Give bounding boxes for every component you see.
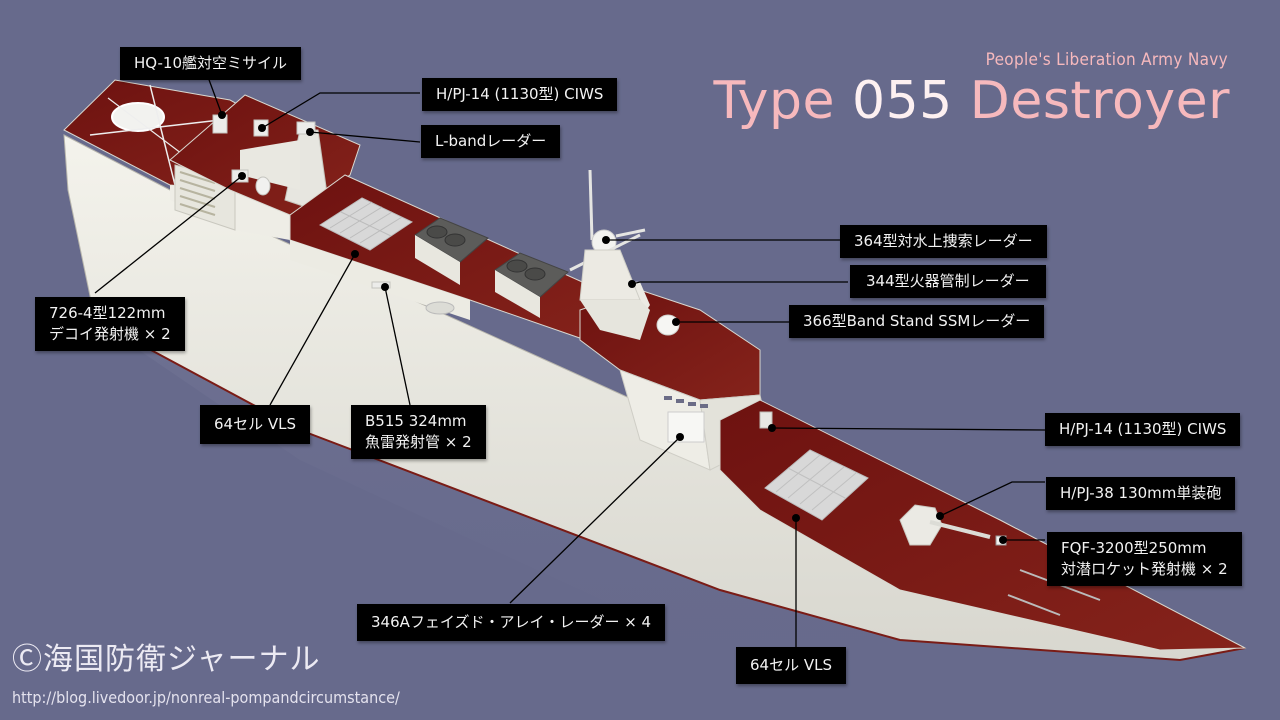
main-mast <box>569 169 650 340</box>
title-type: Type <box>713 71 852 131</box>
helipad-circle <box>111 102 165 132</box>
callout-364-radar: 364型対水上捜索レーダー <box>840 225 1047 258</box>
copyright-text: Ⓒ海国防衛ジャーナル <box>12 642 321 677</box>
main-gun <box>899 504 991 546</box>
callout-ciws-aft: H/PJ-14 (1130型) CIWS <box>422 78 618 111</box>
callout-lband-radar: L-bandレーダー <box>421 125 561 158</box>
callout-main-gun: H/PJ-38 130mm単装砲 <box>1046 477 1236 510</box>
title-number: 055 <box>851 71 953 131</box>
aft-vls-graphic <box>318 197 414 251</box>
callout-vls-fwd: 64セル VLS <box>736 647 846 684</box>
callout-decoy-launcher: 726-4型122mm デコイ発射機 × 2 <box>35 297 185 351</box>
leader-dots <box>218 111 1007 544</box>
callout-phased-array-radar: 346Aフェイズド・アレイ・レーダー × 4 <box>357 604 666 641</box>
callout-366-radar: 366型Band Stand SSMレーダー <box>789 305 1045 338</box>
phased-array-panel <box>667 411 705 443</box>
callout-344-radar: 344型火器管制レーダー <box>850 265 1046 298</box>
callout-vls-aft: 64セル VLS <box>200 405 310 444</box>
title-subtitle: People's Liberation Army Navy <box>985 50 1228 70</box>
callout-hq10-sam: HQ-10艦対空ミサイル <box>120 47 302 80</box>
callout-asw-rocket: FQF-3200型250mm 対潜ロケット発射機 × 2 <box>1047 532 1242 586</box>
main-deck <box>63 79 1246 651</box>
callout-torpedo-tubes: B515 324mm 魚雷発射管 × 2 <box>351 405 486 459</box>
hangar-vents <box>179 171 216 216</box>
funnels <box>414 217 569 318</box>
leader-lines <box>94 76 1046 652</box>
source-url: http://blog.livedoor.jp/nonreal-pompandc… <box>12 688 400 707</box>
callout-ciws-fwd: H/PJ-14 (1130型) CIWS <box>1045 413 1241 446</box>
forward-vls-graphic <box>764 449 869 521</box>
title-main: Type 055 Destroyer <box>714 70 1230 132</box>
title-destroyer: Destroyer <box>952 71 1230 131</box>
